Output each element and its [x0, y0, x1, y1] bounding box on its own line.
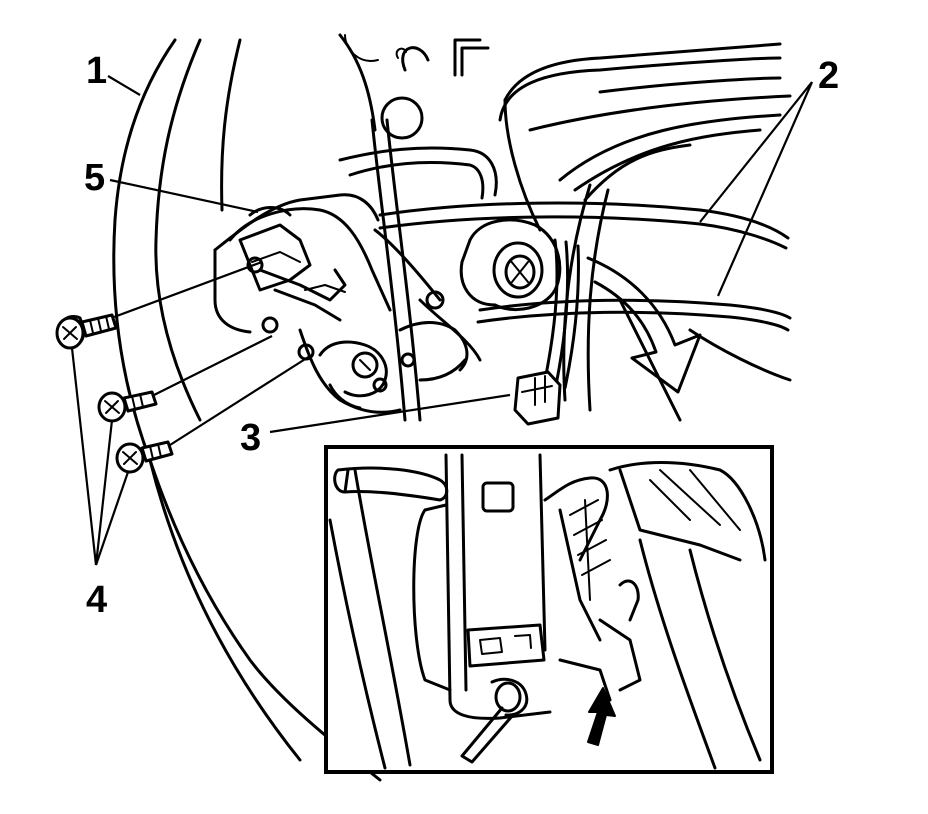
callout-4: 4 [86, 579, 107, 621]
up-arrow-icon [587, 687, 616, 746]
window-frame [378, 42, 792, 422]
curved-arrow-icon [586, 256, 702, 394]
leader-lines [70, 75, 814, 566]
inset-detail [324, 445, 774, 774]
callout-3: 3 [240, 417, 261, 459]
screw-bottom [115, 440, 174, 474]
callout-1: 1 [86, 50, 107, 92]
lock-bracket [213, 146, 498, 414]
screw-alignment-lines [113, 260, 311, 446]
electrical-connector [513, 238, 580, 426]
callout-labels: 1 2 3 4 5 [84, 50, 839, 621]
screw-top [55, 313, 118, 350]
callout-2: 2 [818, 55, 839, 97]
handle-socket [459, 218, 562, 312]
callout-5: 5 [84, 157, 105, 199]
screw-middle [97, 390, 158, 423]
